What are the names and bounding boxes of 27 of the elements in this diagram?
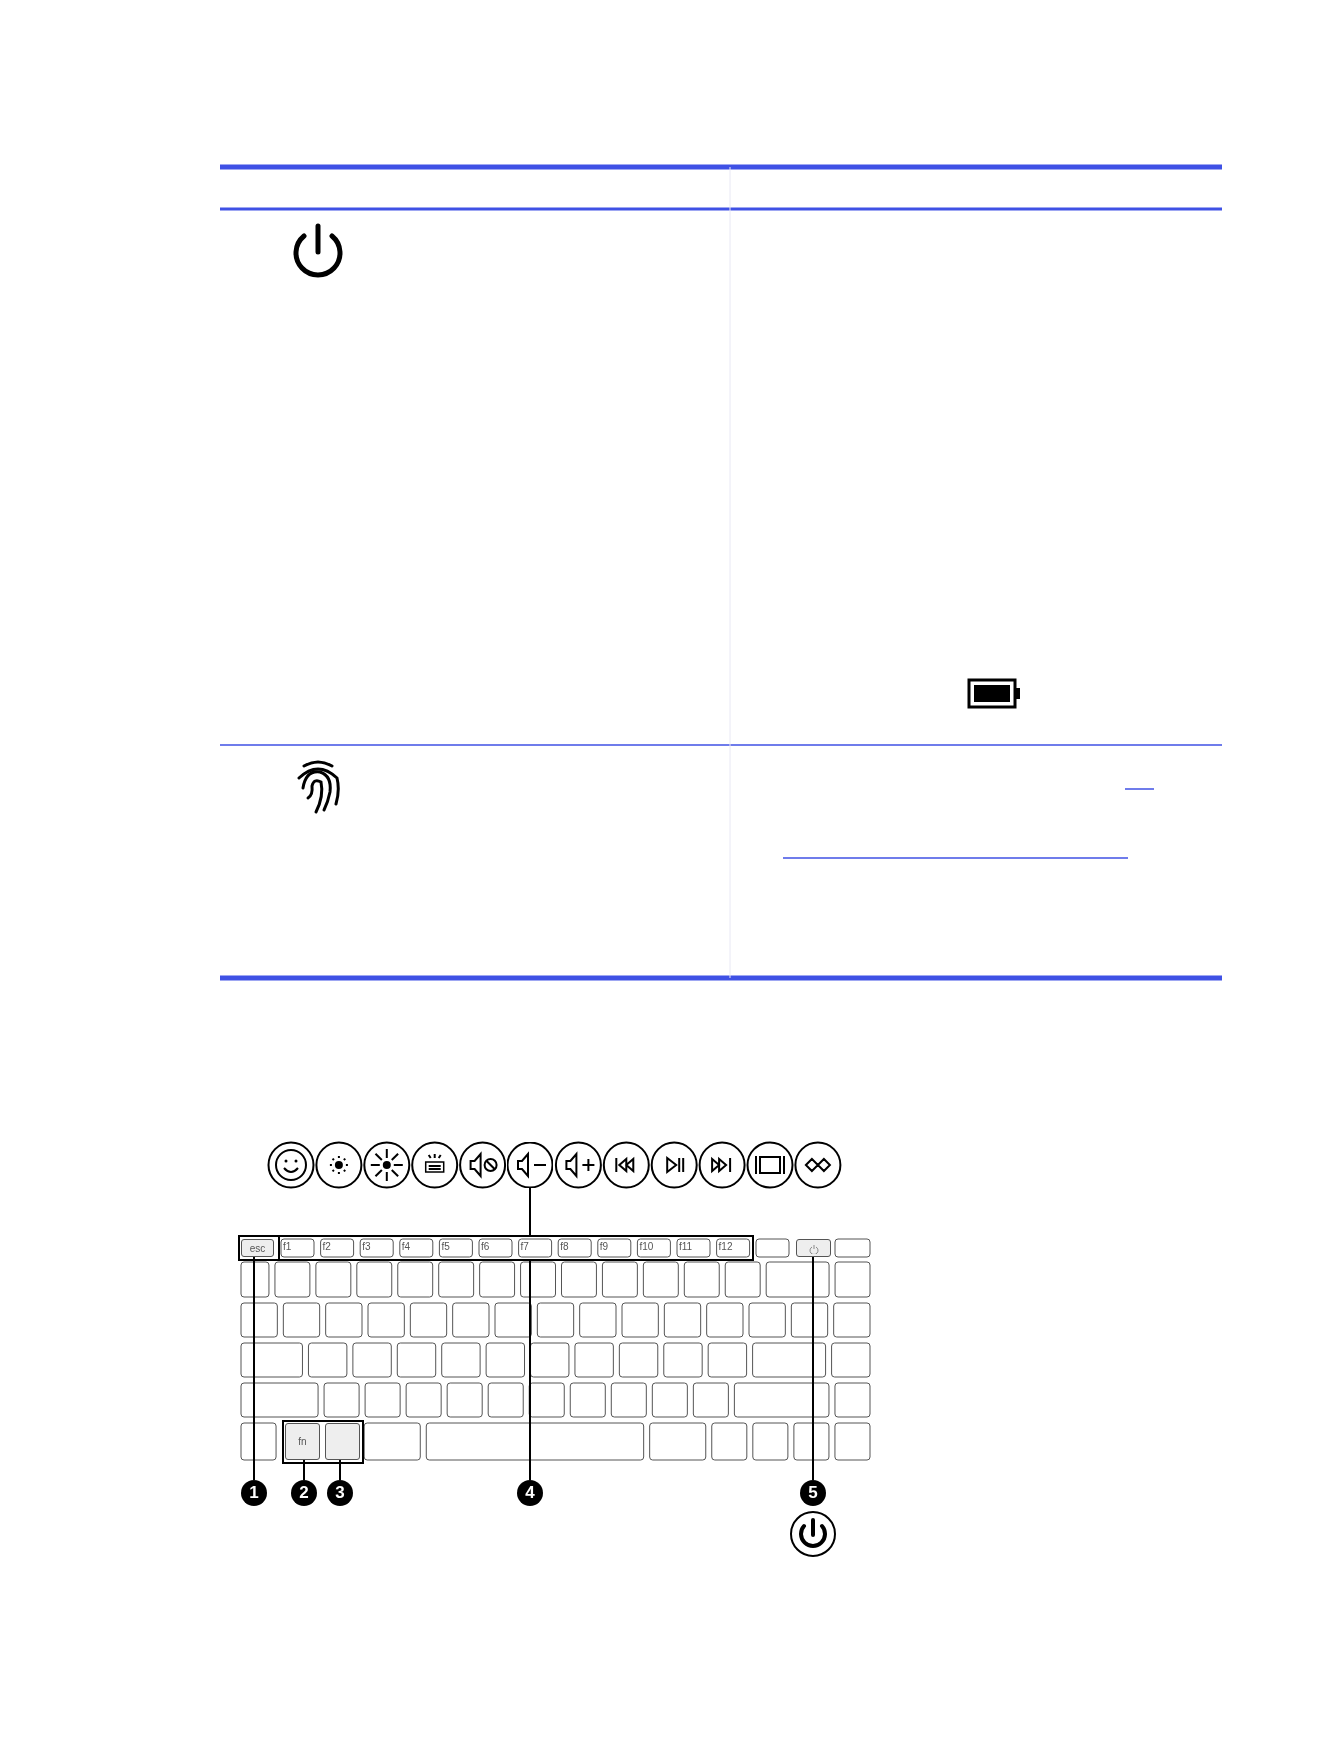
- key-legend: f7: [520, 1242, 529, 1252]
- key-legend: f11: [679, 1242, 693, 1252]
- key-legend: f10: [639, 1242, 654, 1252]
- callout-number: 2: [291, 1480, 317, 1506]
- key-legend: f6: [481, 1242, 490, 1252]
- esc-key: esc: [241, 1239, 274, 1257]
- key-outline: [325, 1423, 360, 1460]
- key-legend: f3: [362, 1242, 371, 1252]
- leader-line: [529, 1260, 531, 1481]
- key-legend: f2: [322, 1242, 331, 1252]
- fn-key: fn: [285, 1423, 320, 1460]
- key-legend: f9: [599, 1242, 609, 1252]
- key-legend: f12: [718, 1242, 733, 1252]
- callout-number: 4: [517, 1480, 543, 1506]
- leader-line: [529, 1187, 531, 1236]
- callout-number: 3: [327, 1480, 353, 1506]
- callout-number: 5: [800, 1480, 826, 1506]
- key-legend: f1: [283, 1242, 292, 1252]
- leader-line: [339, 1459, 341, 1481]
- callout-number: 1: [241, 1480, 267, 1506]
- power-key: [796, 1239, 831, 1257]
- volume-down-icon: [507, 1142, 553, 1188]
- key-legend: f8: [560, 1242, 569, 1252]
- key-legend: f5: [441, 1242, 450, 1252]
- key-legend: f4: [401, 1242, 411, 1252]
- leader-line: [303, 1459, 305, 1481]
- bracket-outline: [278, 1235, 754, 1261]
